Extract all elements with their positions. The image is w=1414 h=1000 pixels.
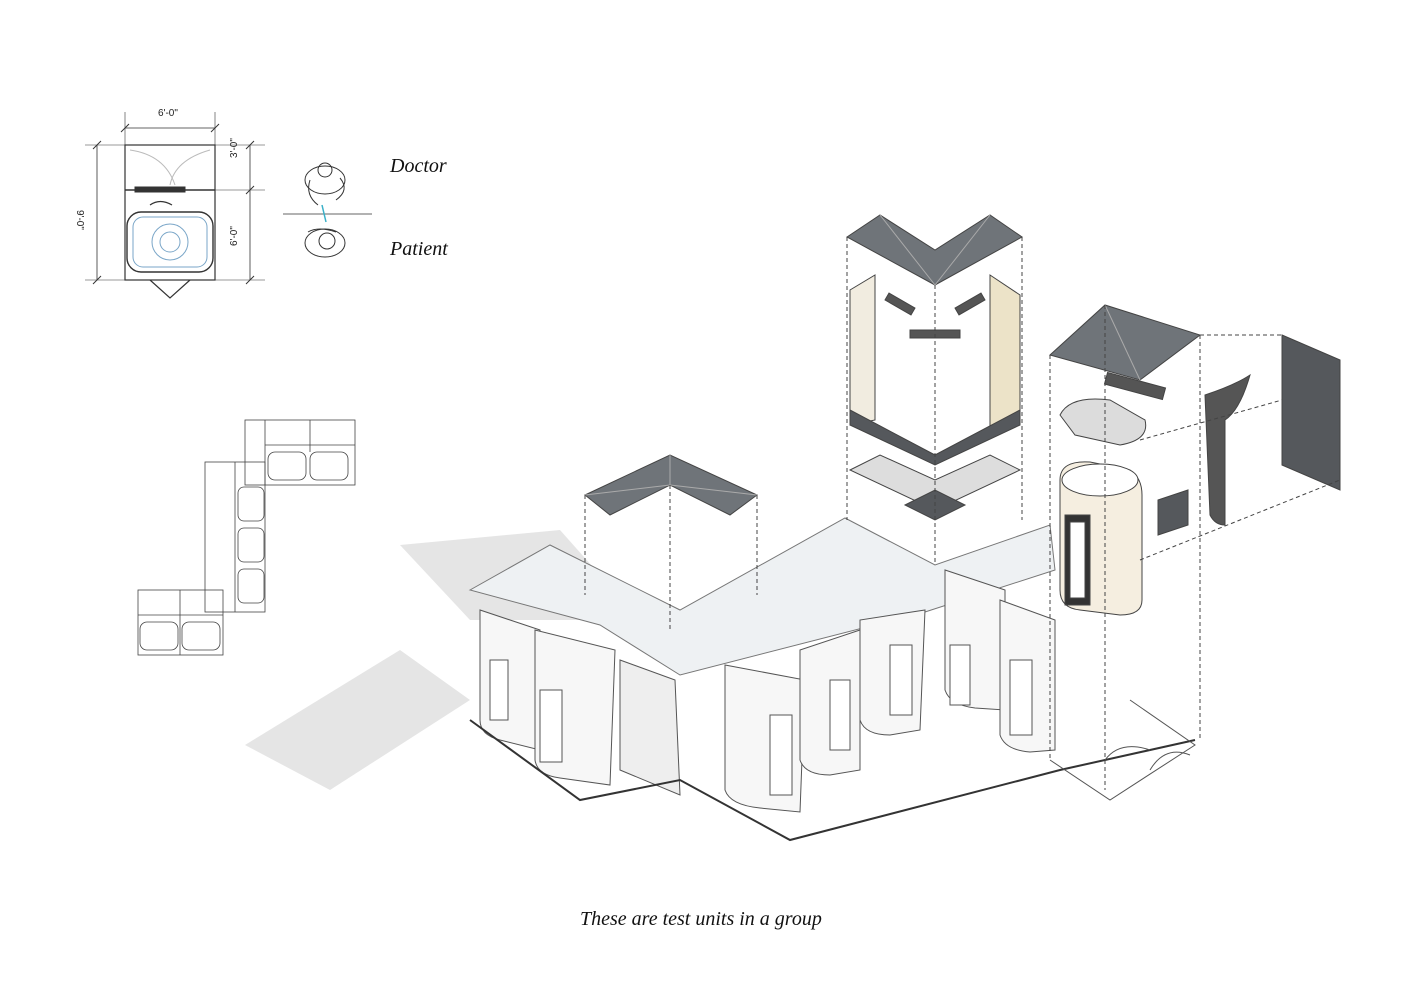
dimension-depth-top: 3'-0" xyxy=(229,138,240,158)
pod-module-exploded xyxy=(1048,304,1341,790)
single-unit-plan xyxy=(85,112,265,299)
caption: These are test units in a group xyxy=(580,908,822,930)
group-plan xyxy=(137,419,356,656)
doctor-label: Doctor xyxy=(390,155,447,177)
dimension-width: 6'-0" xyxy=(158,108,178,119)
patient-label: Patient xyxy=(390,238,448,260)
dimension-depth-bottom: 6'-0" xyxy=(229,226,240,246)
doctor-patient-figures xyxy=(283,162,372,258)
isometric-assembly xyxy=(468,517,1196,842)
corner-module-exploded xyxy=(846,214,1023,565)
roof-module-left xyxy=(584,454,758,630)
dimension-overall: 9'-0" xyxy=(74,210,85,230)
